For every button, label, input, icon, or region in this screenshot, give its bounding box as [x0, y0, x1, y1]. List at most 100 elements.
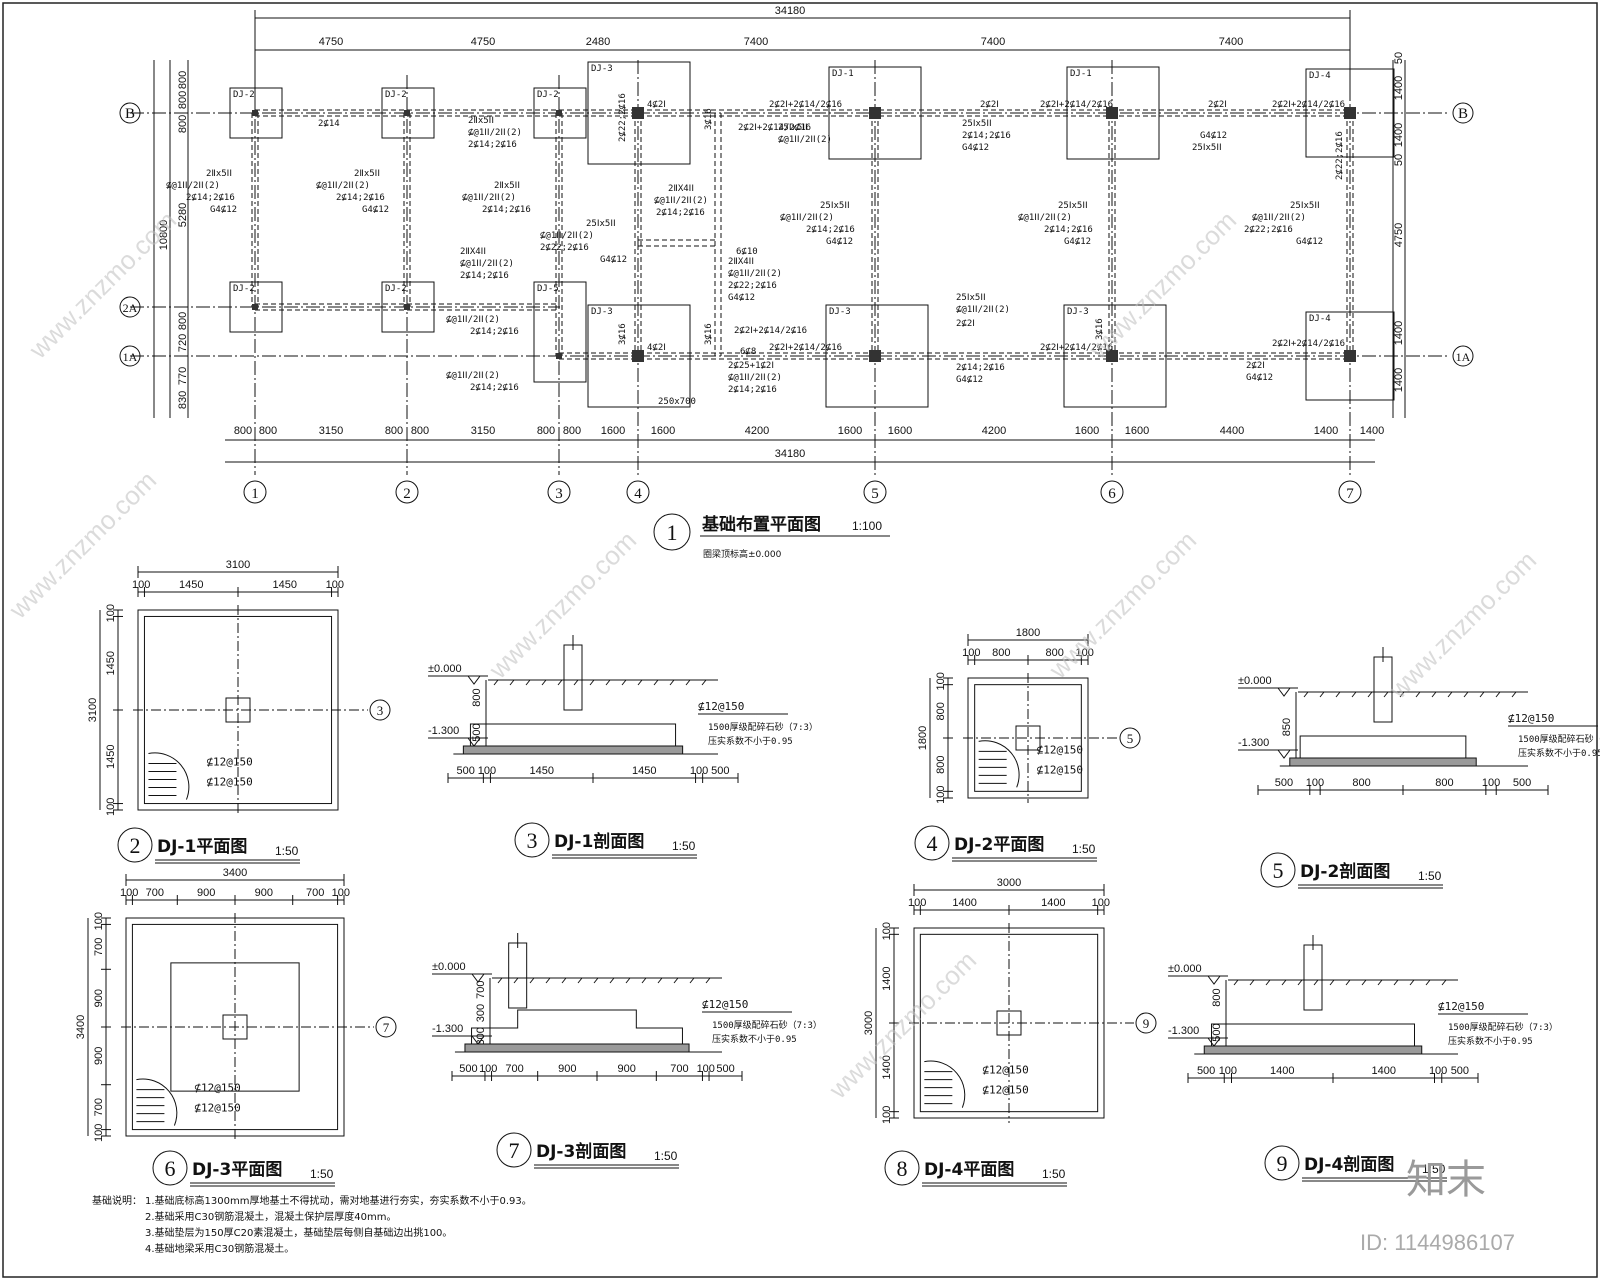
footing-tag: DJ-3	[591, 64, 613, 74]
dimension-label: 900	[617, 1063, 635, 1075]
detail-title-bubble	[1260, 852, 1296, 888]
watermark-text: www.znzmo.com	[2, 465, 162, 625]
footing-tag: DJ-2	[233, 284, 255, 294]
dimension-label: 1400	[1041, 897, 1065, 909]
beam-note: 2⊈2Ⅰ+2⊈14/2⊈16	[734, 326, 807, 336]
dimension-label: 100	[935, 785, 947, 803]
column-axis-label: 5	[871, 486, 879, 502]
beam-note: 2⊈14;2⊈16	[1044, 225, 1093, 235]
drawing-line	[641, 977, 647, 984]
detail-title-bubble	[884, 1150, 920, 1186]
drawing-line	[1441, 979, 1447, 986]
section-note: 压实系数不小于0.95	[1518, 747, 1600, 759]
rebar-arc	[924, 1060, 966, 1108]
dimension-label: 100	[479, 1063, 497, 1075]
detail-scale: 1:50	[275, 844, 299, 858]
beam-note: ⊈@1ⅠⅠ/2ⅠⅠ(2)	[540, 231, 594, 241]
beam-note: 2⊈14	[318, 119, 340, 129]
drawing-line	[525, 679, 531, 686]
footing-tag: DJ-2	[233, 90, 255, 100]
beam-note: ⊈@1ⅠⅠ/2ⅠⅠ(2)	[728, 373, 782, 383]
drawing-line	[1297, 979, 1303, 986]
beam-note: ⊈@1ⅠⅠ/2ⅠⅠ(2)	[778, 135, 832, 145]
level-label: -1.300	[1168, 1025, 1199, 1037]
level-label: ±0.000	[428, 663, 462, 675]
beam-note: ⊈@1ⅠⅠ/2ⅠⅠ(2)	[316, 181, 370, 191]
section-mark-label: 3	[377, 703, 384, 718]
beam-note: ⊈@1ⅠⅠ/2ⅠⅠ(2)	[446, 371, 500, 381]
dimension-label: 500	[1275, 777, 1293, 789]
total-dimension: 1800	[917, 726, 929, 750]
beam-note: 2⊈2Ⅰ+2⊈14/2⊈16	[1272, 100, 1345, 110]
foundation-plan	[119, 10, 1474, 504]
detail-dj4-section: ±0.000-1.300800500⊈12@1501500厚级配碎石砂（7:3）…	[1168, 935, 1558, 1182]
dimension-label: 100	[120, 887, 138, 899]
drawing-rect	[974, 684, 1082, 792]
detail-title-number: 2	[130, 833, 141, 858]
drawing-rect	[469, 723, 677, 747]
dimension-label: 900	[93, 989, 105, 1007]
drawing-line	[1447, 691, 1453, 698]
column-axis-label: 7	[1346, 486, 1354, 502]
note-item: 4.基础地梁采用C30钢筋混凝土。	[145, 1242, 294, 1255]
left-dim: 770	[177, 367, 189, 385]
level-label: -1.300	[1238, 737, 1269, 749]
beam-note: 25Ⅰx5ⅠⅠ	[962, 119, 992, 129]
drawing-line	[1409, 979, 1415, 986]
drawing-line	[685, 679, 691, 686]
dimension-label: 100	[1092, 897, 1110, 909]
drawing-line	[1495, 691, 1501, 698]
drawing-line	[493, 679, 499, 686]
dimension-label: 800	[992, 647, 1010, 659]
plan-total-width-top: 34180	[775, 5, 806, 17]
drawing-line	[1351, 691, 1357, 698]
detail-dj3-section: ±0.000-1.300700300300⊈12@1501500厚级配碎石砂（7…	[432, 933, 822, 1169]
right-dim: 1400	[1393, 123, 1405, 147]
beam-note: 25Ⅰx5ⅠⅠ	[1290, 201, 1320, 211]
drawing-line	[1313, 979, 1319, 986]
dimension-label: 500	[711, 765, 729, 777]
detail-title-number: 7	[509, 1138, 520, 1163]
section-note: 压实系数不小于0.95	[712, 1033, 797, 1045]
section-note: 1500厚级配碎石砂（7:3）	[712, 1019, 822, 1031]
beam-note: 2⊈14;2⊈16	[336, 193, 385, 203]
beam-note: 2⊈22;2⊈16	[1244, 225, 1293, 235]
left-dim: 800	[177, 115, 189, 133]
detail-title: DJ-1平面图	[157, 837, 247, 857]
right-dim: 1400	[1393, 368, 1405, 392]
total-dimension: 3000	[863, 1011, 875, 1035]
plan-text: 34180 4750 4750 2480 7400 7400 7400 800 …	[123, 5, 1471, 560]
drawing-rect	[1015, 725, 1041, 751]
beam-note: G4⊈12	[600, 255, 627, 265]
beam-note: G4⊈12	[826, 237, 853, 247]
detail-title: DJ-3剖面图	[536, 1141, 626, 1162]
beam-note: 2⊈14;2⊈16	[806, 225, 855, 235]
dimension-label: 100	[935, 672, 947, 690]
footing-tag: DJ-4	[1309, 314, 1331, 324]
beam-note: 250x700	[658, 397, 696, 407]
dimension-label: 800	[1045, 647, 1063, 659]
bottom-dim: 1600	[601, 425, 625, 437]
dimension-label: 100	[1219, 1065, 1237, 1077]
detail-scale: 1:50	[1422, 1162, 1446, 1176]
drawing-line	[541, 679, 547, 686]
drawing-line	[1383, 691, 1389, 698]
beam-note: 4⊈2Ⅰ	[647, 343, 666, 353]
beam-note: 2⊈25+1⊈2Ⅰ	[728, 361, 774, 371]
drawing-line	[701, 679, 707, 686]
dimension-label: 500	[459, 1063, 477, 1075]
beam-note: 2ⅡX4ⅠⅠ	[728, 257, 754, 267]
footing-tag: DJ-4	[1309, 71, 1331, 81]
height-label: 300	[475, 1027, 487, 1045]
notes-label: 基础说明：	[92, 1194, 142, 1207]
dimension-label: 500	[716, 1063, 734, 1075]
beam-note: 2⊈14;2⊈16	[186, 193, 235, 203]
section-mark-label: 5	[1127, 731, 1134, 746]
beam-note: 3⊈16	[618, 323, 628, 345]
beam-note: 2⊈2Ⅰ+2⊈14/2⊈16	[1040, 100, 1113, 110]
section-mark	[1135, 1012, 1157, 1034]
detail-scale: 1:50	[654, 1149, 678, 1163]
rebar-label: ⊈12@150	[194, 1082, 240, 1095]
